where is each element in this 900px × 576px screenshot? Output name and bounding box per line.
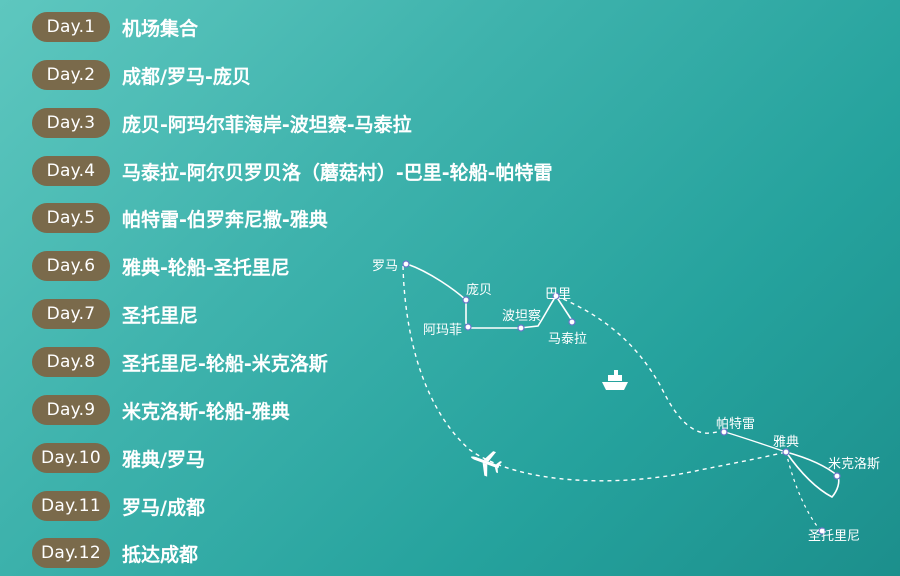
route-text: 罗马/成都 [122,496,205,519]
itinerary-row: Day.6 雅典-轮船-圣托里尼 [32,251,290,281]
itinerary-row: Day.10 雅典/罗马 [32,443,205,473]
day-badge: Day.6 [32,251,110,281]
day-badge: Day.10 [32,443,110,473]
day-badge: Day.4 [32,156,110,186]
day-badge: Day.3 [32,108,110,138]
city-dot-athens [782,448,790,456]
day-badge: Day.1 [32,12,110,42]
city-label-amalfi: 阿玛菲 [423,323,462,338]
route-text: 圣托里尼-轮船-米克洛斯 [122,352,328,375]
route-text: 庞贝-阿玛尔菲海岸-波坦察-马泰拉 [122,113,412,136]
city-dot-patras [720,428,728,436]
itinerary-row: Day.9 米克洛斯-轮船-雅典 [32,395,290,425]
city-label-mykonos: 米克洛斯 [828,457,880,472]
city-label-rome: 罗马 [372,259,398,274]
city-label-santorini: 圣托里尼 [808,529,860,544]
route-flight-rome-athens [402,265,787,482]
day-badge: Day.2 [32,60,110,90]
city-dot-matera [568,318,576,326]
city-label-patras: 帕特雷 [716,417,755,432]
route-text: 抵达成都 [122,543,199,566]
route-text: 米克洛斯-轮船-雅典 [122,400,290,423]
itinerary-row: Day.3 庞贝-阿玛尔菲海岸-波坦察-马泰拉 [32,108,412,138]
day-badge: Day.9 [32,395,110,425]
city-dot-pompeii [462,296,470,304]
day-badge: Day.7 [32,299,110,329]
route-text: 机场集合 [122,17,199,40]
city-dot-amalfi [464,323,472,331]
itinerary-row: Day.7 圣托里尼 [32,299,198,329]
route-bari-patras-ferry [555,295,723,434]
route-text: 雅典-轮船-圣托里尼 [122,256,290,279]
city-dot-santorini [818,527,826,535]
route-text: 马泰拉-阿尔贝罗贝洛（蘑菇村）-巴里-轮船-帕特雷 [122,161,553,184]
airplane-icon [470,451,503,477]
day-badge: Day.5 [32,203,110,233]
route-text: 圣托里尼 [122,304,199,327]
city-label-bari: 巴里 [545,287,571,302]
route-athens-islands [785,451,840,499]
route-patras-athens [724,431,787,453]
day-badge: Day.8 [32,347,110,377]
route-athens-santorini-ferry [785,451,821,531]
itinerary-row: Day.12 抵达成都 [32,538,198,568]
itinerary-row: Day.11 罗马/成都 [32,491,205,521]
route-text: 成都/罗马-庞贝 [122,65,251,88]
route-text: 雅典/罗马 [122,448,205,471]
city-dot-potenza [517,324,525,332]
city-dot-bari [552,292,560,300]
city-label-pompeii: 庞贝 [466,282,492,298]
day-badge: Day.11 [32,491,110,521]
itinerary-row: Day.5 帕特雷-伯罗奔尼撒-雅典 [32,203,328,233]
itinerary-row: Day.4 马泰拉-阿尔贝罗贝洛（蘑菇村）-巴里-轮船-帕特雷 [32,156,553,186]
city-label-matera: 马泰拉 [548,332,587,347]
itinerary-row: Day.1 机场集合 [32,12,198,42]
itinerary-row: Day.8 圣托里尼-轮船-米克洛斯 [32,347,328,377]
day-badge: Day.12 [32,538,110,568]
itinerary-row: Day.2 成都/罗马-庞贝 [32,60,251,90]
route-text: 帕特雷-伯罗奔尼撒-雅典 [122,208,328,231]
city-label-potenza: 波坦察 [502,309,541,324]
city-dot-mykonos [833,472,841,480]
city-dot-rome [402,260,410,268]
city-label-athens: 雅典 [773,435,799,450]
ship-icon [602,370,628,390]
